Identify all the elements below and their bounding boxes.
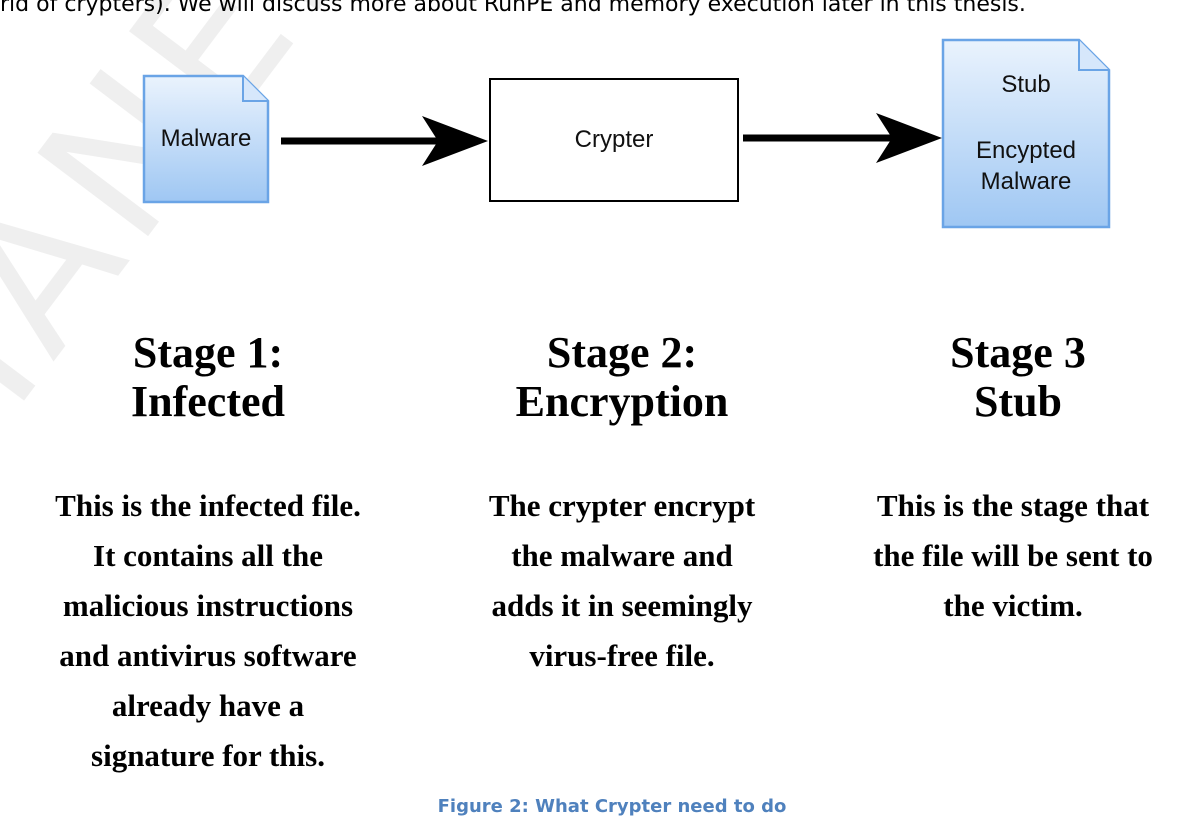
stage-2-desc-line: the malware and — [511, 538, 733, 573]
malware-file-label: Malware — [161, 125, 252, 152]
stage-1-desc-line: malicious instructions — [62, 588, 354, 623]
stage-1-title-line1: Stage 1: — [132, 328, 284, 377]
stage-3-description: This is the stage that the file will be … — [838, 481, 1188, 631]
stage-2-title-line2: Encryption — [515, 377, 729, 426]
stage-2-title-line1: Stage 2: — [546, 328, 698, 377]
stage-3-title-line2: Stub — [973, 377, 1063, 426]
stub-file-sublabel-line2: Malware — [981, 168, 1072, 195]
intro-text: rld of crypters). We will discuss more a… — [0, 0, 1026, 17]
stage-1-description: This is the infected file. It contains a… — [8, 481, 408, 781]
stage-1-desc-line: already have a — [111, 688, 305, 723]
stage-3-title: Stage 3 Stub — [888, 328, 1148, 426]
stage-1-desc-line: This is the infected file. — [55, 488, 361, 523]
figure-caption: Figure 2: What Crypter need to do — [437, 796, 787, 817]
stage-1-desc-line: It contains all the — [93, 538, 323, 573]
stage-3-desc-line: This is the stage that — [876, 488, 1150, 523]
stage-2-desc-line: virus-free file. — [529, 638, 715, 673]
arrow-right-icon — [281, 116, 488, 166]
stage-1-desc-line: signature for this. — [91, 738, 325, 773]
flow-diagram: Malware Crypter Stub Encypted Malware — [142, 38, 1111, 229]
stage-2-description: The crypter encrypt the malware and adds… — [422, 481, 822, 681]
stage-1-title: Stage 1: Infected — [58, 328, 358, 426]
stage-1-desc-line: and antivirus software — [59, 638, 357, 673]
stage-3-title-line1: Stage 3 — [950, 328, 1086, 377]
crypter-box-label: Crypter — [575, 126, 654, 153]
stub-file-label: Stub — [1001, 71, 1050, 98]
stub-file-sublabel-line1: Encypted — [976, 137, 1076, 164]
crypter-box: Crypter — [489, 78, 739, 202]
stage-2-desc-line: The crypter encrypt — [488, 488, 756, 523]
stage-3-desc-line: the victim. — [943, 588, 1083, 623]
stub-file-icon: Stub Encypted Malware — [941, 38, 1111, 229]
arrow-right-icon — [743, 113, 942, 163]
stage-1-title-line2: Infected — [131, 377, 285, 426]
stage-2-title: Stage 2: Encryption — [462, 328, 782, 426]
stage-2-desc-line: adds it in seemingly — [491, 588, 753, 623]
malware-file-icon: Malware — [142, 74, 270, 204]
stage-3-desc-line: the file will be sent to — [873, 538, 1153, 573]
